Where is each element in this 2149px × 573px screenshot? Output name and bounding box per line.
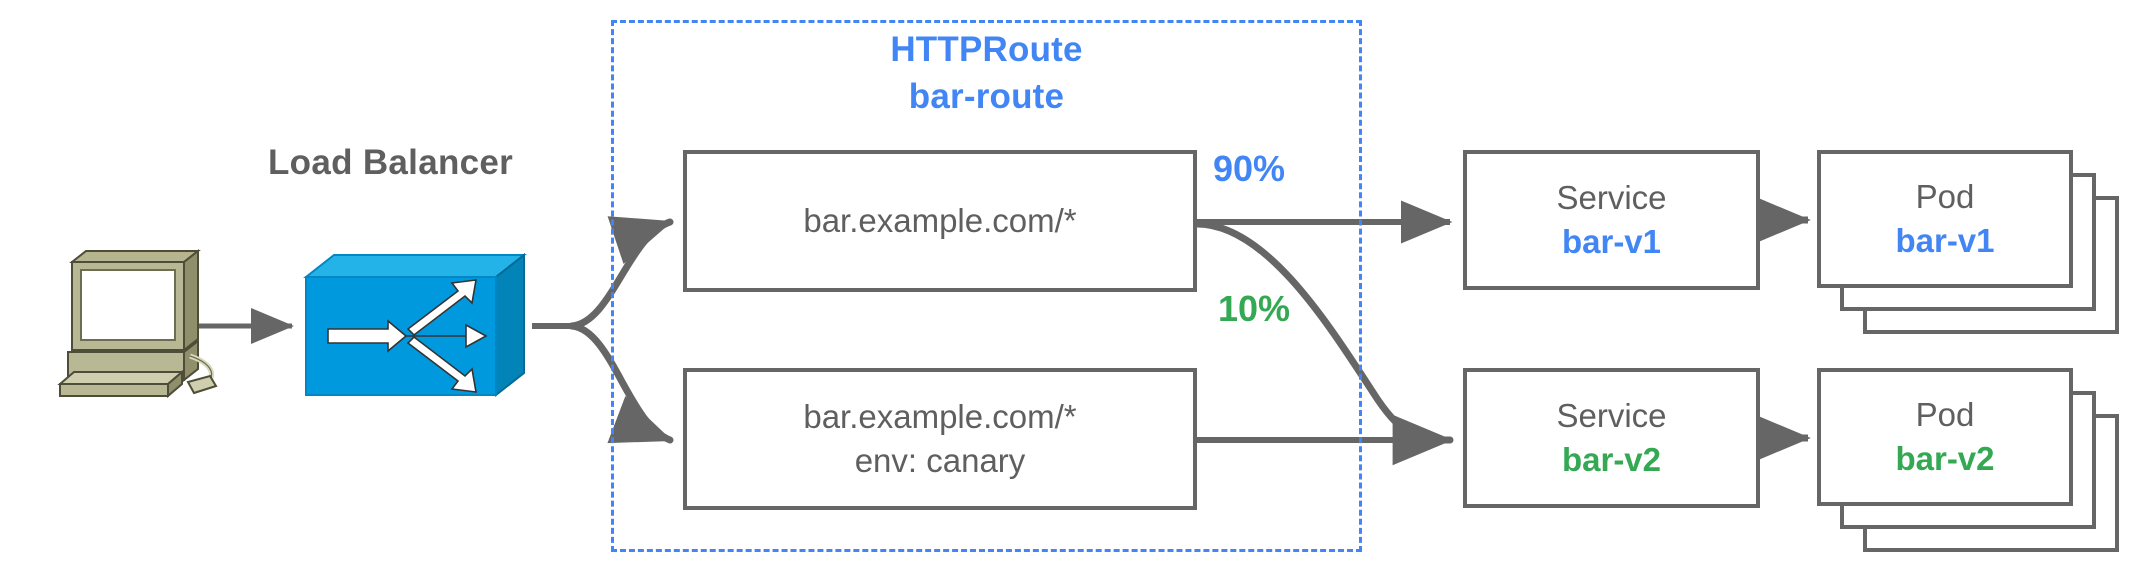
httproute-rule-1-box[interactable]: bar.example.com/*: [683, 150, 1197, 292]
httproute-kind-label: HTTPRoute: [890, 30, 1083, 69]
pod-bar-v1-stack[interactable]: Pod bar-v1: [1817, 150, 2119, 335]
rule-2-hostname: bar.example.com/*: [803, 398, 1077, 435]
pod-bar-v1-kind: Pod: [1915, 178, 1975, 215]
rule-2-header-match: env: canary: [854, 442, 1026, 479]
service-bar-v1-box[interactable]: Service bar-v1: [1463, 150, 1760, 290]
service-bar-v2-name: bar-v2: [1561, 441, 1662, 478]
pod-bar-v2-name: bar-v2: [1895, 440, 1995, 477]
weight-label-10: 10%: [1218, 288, 1291, 329]
weight-label-90: 90%: [1213, 148, 1286, 189]
pod-bar-v1-name: bar-v1: [1895, 222, 1995, 259]
pod-bar-v2-kind: Pod: [1915, 396, 1975, 433]
service-bar-v1-kind: Service: [1556, 179, 1667, 216]
rule-1-hostname: bar.example.com/*: [803, 202, 1077, 239]
httproute-title: HTTPRoute bar-route: [611, 26, 1362, 120]
service-bar-v1-name: bar-v1: [1561, 223, 1662, 260]
pod-bar-v2-stack[interactable]: Pod bar-v2: [1817, 368, 2119, 553]
load-balancer-label: Load Balancer: [268, 143, 514, 182]
pod-bar-v2-replica-1[interactable]: Pod bar-v2: [1817, 368, 2073, 506]
httproute-rule-2-box[interactable]: bar.example.com/* env: canary: [683, 368, 1197, 510]
httproute-name-label: bar-route: [908, 77, 1065, 116]
service-bar-v2-box[interactable]: Service bar-v2: [1463, 368, 1760, 508]
pod-bar-v1-replica-1[interactable]: Pod bar-v1: [1817, 150, 2073, 288]
load-balancer-switch-icon: [303, 253, 527, 398]
computer-workstation-icon: [57, 248, 218, 399]
service-bar-v2-kind: Service: [1556, 397, 1667, 434]
httproute-group-boundary: [611, 20, 1362, 552]
